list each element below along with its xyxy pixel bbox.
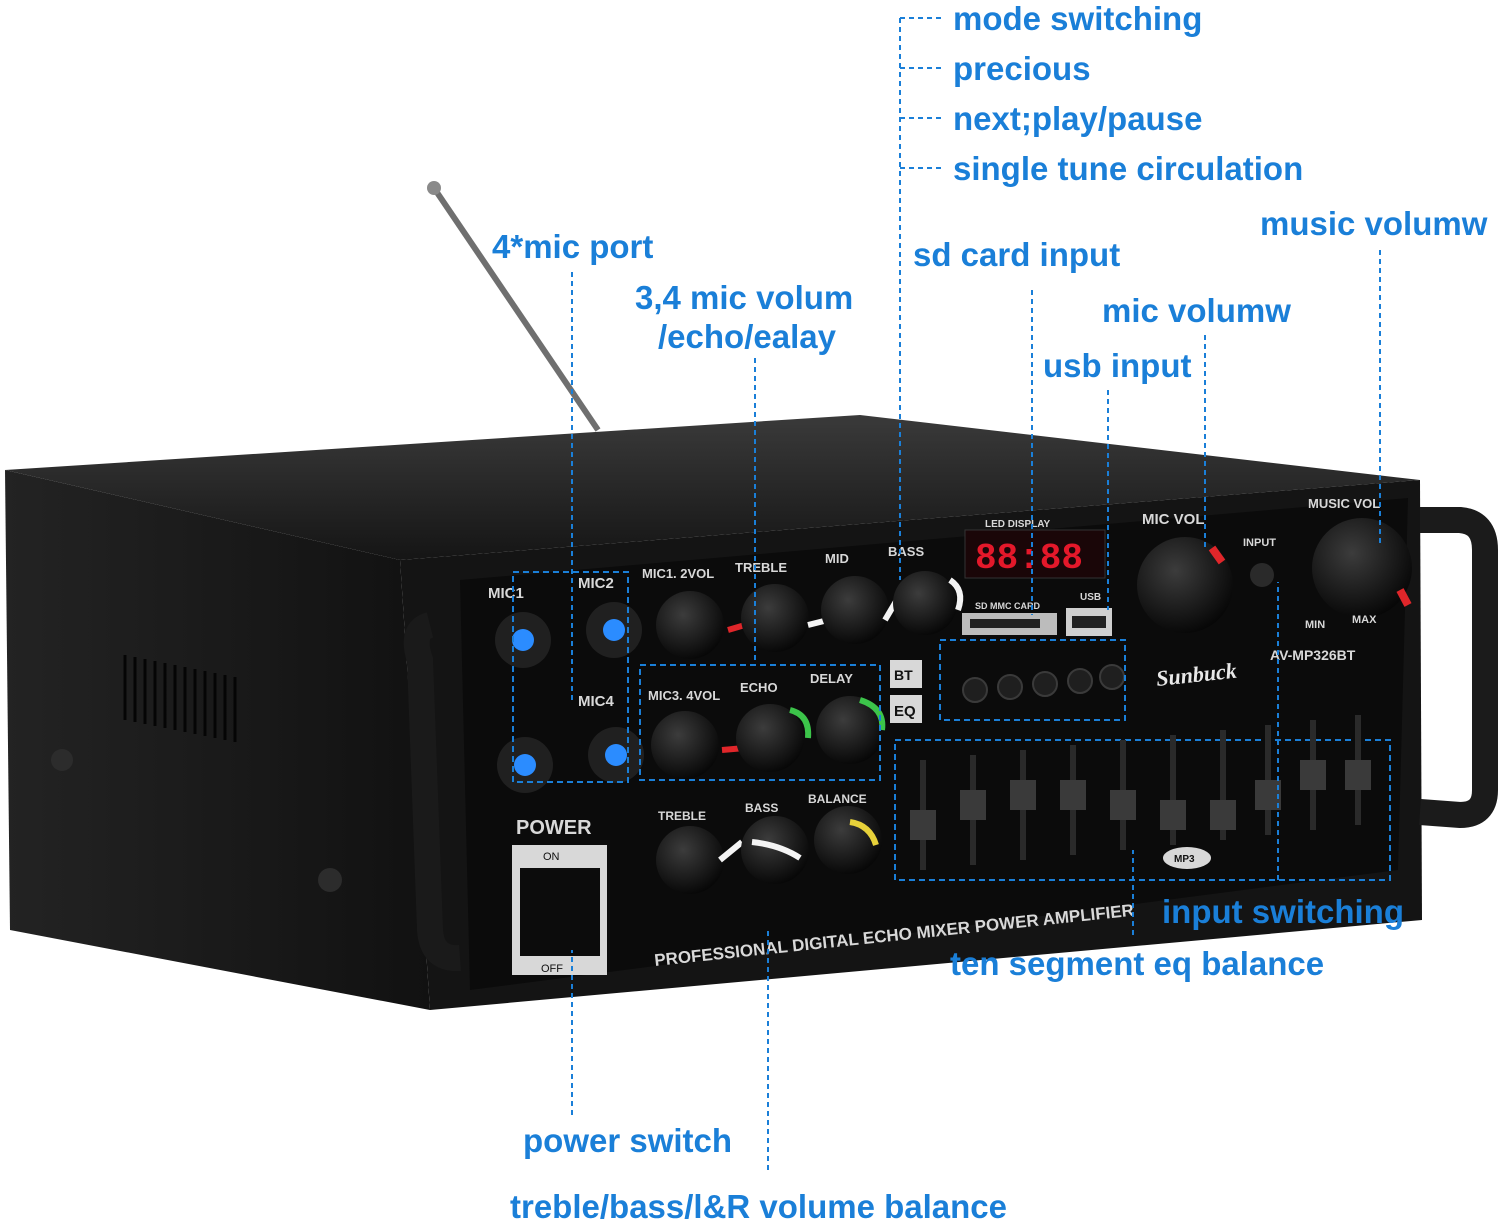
left-handle <box>403 612 461 972</box>
leader-lines <box>571 17 1381 1170</box>
model-label: AV-MP326BT <box>1270 647 1356 663</box>
callout-sd-card: sd card input <box>913 236 1121 273</box>
label-mid: MID <box>825 551 849 566</box>
power-label: POWER <box>516 817 592 839</box>
eq-badge <box>890 695 922 723</box>
callout-mic34-line1: 3,4 mic volum <box>635 279 854 316</box>
callout-music-volume: music volumw <box>1260 205 1488 242</box>
svg-text:MAX: MAX <box>1352 614 1377 626</box>
callout-tone-balance: treble/bass/l&R volume balance <box>510 1188 1008 1225</box>
side-vents <box>123 655 237 742</box>
callout-mic-port: 4*mic port <box>492 228 654 265</box>
input-button <box>1250 563 1274 587</box>
mic-vol-knob <box>1137 537 1233 633</box>
callout-mic-volume: mic volumw <box>1102 292 1291 329</box>
callout-single-tune: single tune circulation <box>953 150 1304 187</box>
callout-precious: precious <box>953 50 1091 87</box>
callout-eq-balance: ten segment eq balance <box>950 945 1325 982</box>
bt-badge <box>890 660 922 688</box>
label-mic4: MIC4 <box>578 693 614 710</box>
svg-text:MIN: MIN <box>1305 619 1325 631</box>
label-balance: BALANCE <box>808 792 867 806</box>
label-mic1: MIC1 <box>488 585 524 602</box>
callout-next-play-pause: next;play/pause <box>953 100 1203 137</box>
label-mic12vol: MIC1. 2VOL <box>642 566 714 581</box>
mp3-badge <box>1163 847 1211 869</box>
transport-buttons <box>962 664 1125 703</box>
display-digits: 88:88 <box>975 538 1083 579</box>
label-treble: TREBLE <box>735 560 787 575</box>
mic-jacks <box>495 602 644 793</box>
label-delay: DELAY <box>810 671 853 686</box>
right-handle <box>1419 507 1498 829</box>
power-switch <box>520 868 600 956</box>
label-bass2: BASS <box>745 801 778 815</box>
label-mic34vol: MIC3. 4VOL <box>648 688 720 703</box>
svg-text:MP3: MP3 <box>1174 854 1195 865</box>
mid-knob-row <box>651 696 886 779</box>
led-display <box>964 529 1106 579</box>
antenna <box>431 186 601 432</box>
svg-text:SD MMC CARD: SD MMC CARD <box>975 601 1040 611</box>
svg-text:ON: ON <box>543 851 560 863</box>
callout-mic34-line2: /echo/ealay <box>658 318 836 355</box>
svg-text:INPUT: INPUT <box>1243 537 1276 549</box>
label-echo: ECHO <box>740 680 778 695</box>
top-knob-row <box>656 571 964 659</box>
callout-input-switching: input switching <box>1162 893 1404 930</box>
chassis-top <box>5 415 1420 560</box>
svg-text:EQ: EQ <box>894 703 916 720</box>
callout-power-switch: power switch <box>523 1122 733 1159</box>
label-led-display: LED DISPLAY <box>985 519 1051 530</box>
eq-sliders <box>894 715 1391 881</box>
callout-usb-input: usb input <box>1043 347 1192 384</box>
svg-text:USB: USB <box>1080 592 1101 603</box>
label-treble2: TREBLE <box>658 809 706 823</box>
callout-mode-switching: mode switching <box>953 0 1203 37</box>
tone-knob-row <box>656 806 882 894</box>
svg-text:BT: BT <box>894 667 913 683</box>
label-bass: BASS <box>888 544 924 559</box>
music-vol-knob <box>1312 518 1412 618</box>
label-mic-vol: MIC VOL <box>1142 511 1205 528</box>
label-music-vol: MUSIC VOL <box>1308 496 1380 511</box>
label-mic2: MIC2 <box>578 575 614 592</box>
svg-text:OFF: OFF <box>541 963 563 975</box>
